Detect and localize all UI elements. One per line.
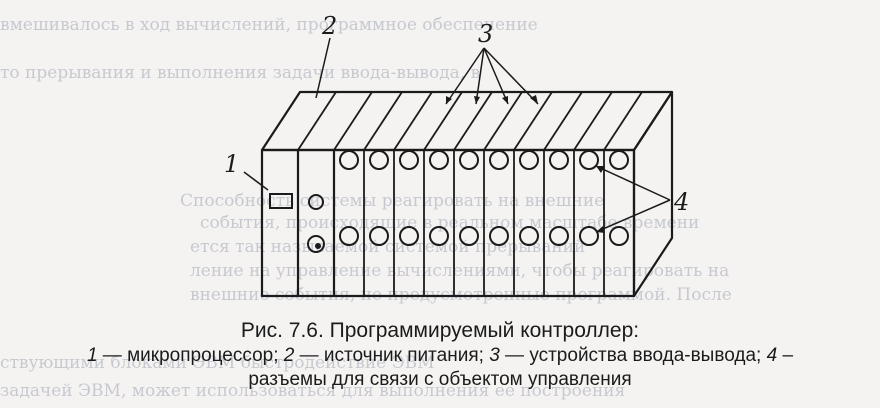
leader-line-3 — [475, 47, 485, 105]
connector-circle — [369, 226, 389, 246]
legend-text-1: — микропроцессор; — [97, 345, 284, 366]
connector-circle — [549, 226, 569, 246]
label-power-supply: 2 — [321, 12, 337, 40]
slot-divider-top — [603, 91, 643, 151]
slot-divider-top — [483, 91, 523, 151]
leader-line-2 — [315, 37, 331, 99]
power-indicator — [308, 194, 324, 210]
controller-diagram: 1 2 3 4 — [224, 12, 689, 298]
connector-circle — [519, 150, 539, 170]
slot-divider-top — [423, 91, 463, 151]
legend-text-2: — источник питания; — [294, 345, 490, 366]
caption-legend-line: 1 — микропроцессор; 2 — источник питания… — [0, 344, 880, 368]
slot-divider-top — [363, 91, 403, 151]
connector-circle — [459, 150, 479, 170]
slot-divider-top — [513, 91, 553, 151]
label-microprocessor: 1 — [224, 150, 239, 178]
connector-circle — [549, 150, 569, 170]
leader-line-3 — [483, 47, 539, 105]
arrowhead — [596, 166, 605, 173]
slot-divider-top — [393, 91, 433, 151]
connector-circle — [609, 150, 629, 170]
connector-circle — [369, 150, 389, 170]
legend-text-4: – — [777, 345, 794, 366]
leader-line-4 — [595, 199, 671, 233]
io-module-slots — [297, 91, 643, 296]
arrowhead — [596, 226, 605, 233]
connector-circle — [459, 226, 479, 246]
legend-num-3: 3 — [489, 345, 500, 366]
legend-num-4: 4 — [766, 345, 778, 366]
connector-circle — [429, 150, 449, 170]
arrowhead — [446, 96, 452, 104]
connector-circle — [339, 226, 359, 246]
connector-circle — [399, 226, 419, 246]
power-switch-knob — [315, 243, 321, 249]
connector-circle — [489, 150, 509, 170]
legend-num-2: 2 — [283, 345, 295, 366]
side-face — [632, 90, 674, 298]
label-connectors: 4 — [673, 188, 689, 216]
legend-num-1: 1 — [86, 345, 98, 366]
front-face — [260, 148, 636, 298]
slot-divider-top — [297, 91, 337, 151]
arrowhead — [502, 96, 508, 104]
arrowhead — [474, 96, 480, 104]
connector-circle — [519, 226, 539, 246]
connector-circle — [339, 150, 359, 170]
connector-circle — [609, 226, 629, 246]
connector-circle — [579, 150, 599, 170]
leader-line-4 — [595, 165, 671, 201]
caption-title: Рис. 7.6. Программируемый контроллер: — [240, 319, 640, 342]
connector-circle — [399, 150, 419, 170]
leader-line-3 — [445, 47, 485, 105]
connector-grid — [339, 150, 629, 246]
legend-text-3: — устройства ввода-вывода; — [499, 345, 767, 366]
power-switch — [307, 235, 325, 253]
leader-line-1 — [243, 171, 269, 191]
arrowhead — [530, 95, 538, 104]
slot-divider-top — [453, 91, 493, 151]
leader-line-3 — [483, 47, 509, 105]
figure-caption: Рис. 7.6. Программируемый контроллер: 1 … — [0, 318, 880, 392]
slot-divider-top — [333, 91, 373, 151]
label-io-devices: 3 — [478, 20, 493, 48]
connector-circle — [429, 226, 449, 246]
connector-circle — [489, 226, 509, 246]
slot-divider-top — [543, 91, 583, 151]
caption-legend-line-2: разъемы для связи с объектом управления — [248, 369, 632, 390]
connector-circle — [579, 226, 599, 246]
slot-divider-top — [573, 91, 613, 151]
microprocessor-display — [269, 193, 293, 209]
